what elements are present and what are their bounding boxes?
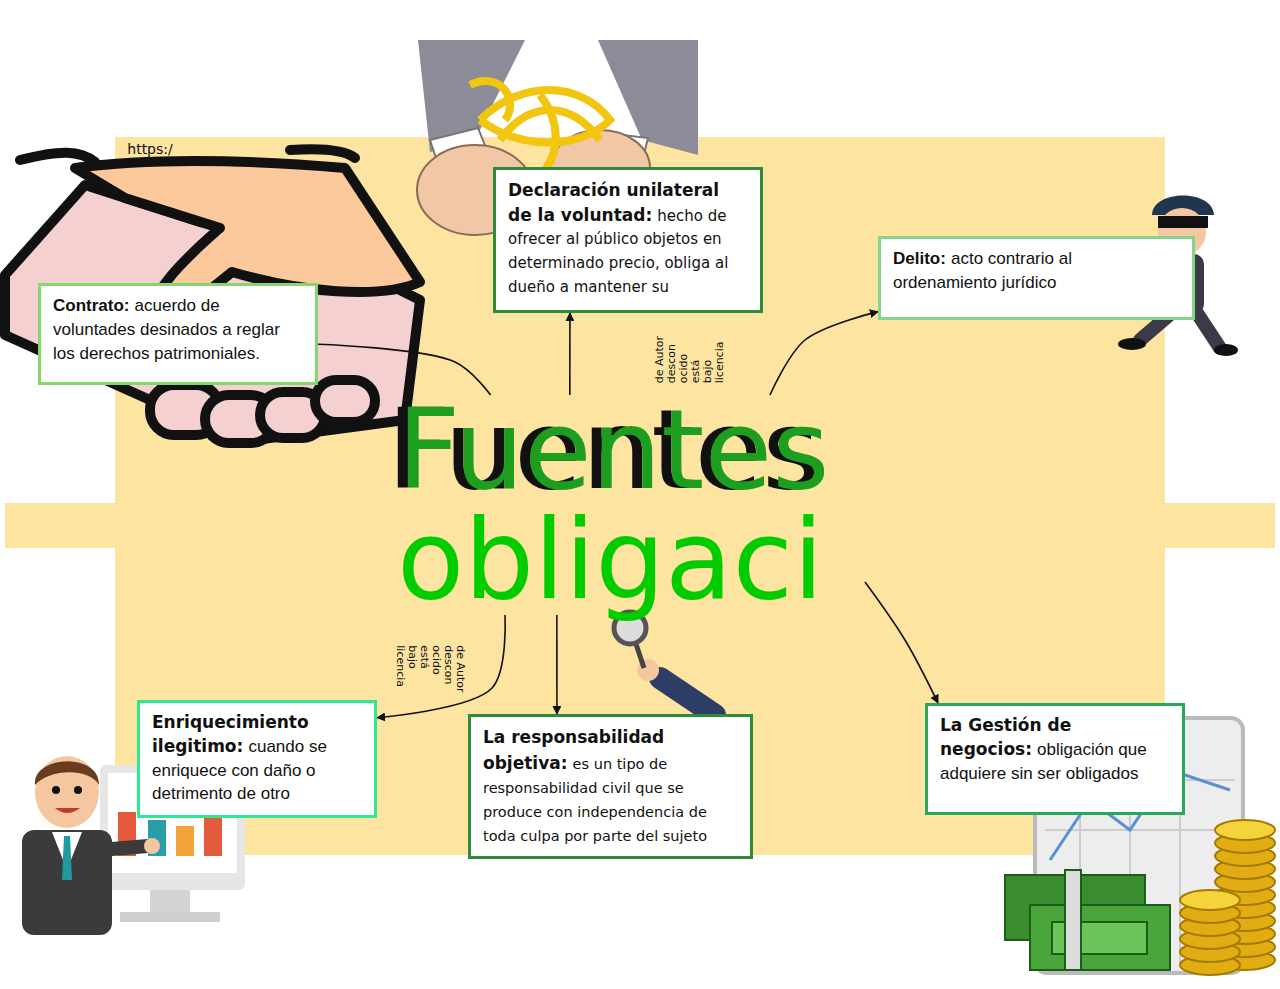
coin [1215, 820, 1275, 840]
tied-hands-picture-part [470, 81, 610, 170]
thief-picture-part [1118, 338, 1146, 350]
businessman-picture-part [150, 890, 190, 915]
handshake-picture-part [315, 380, 375, 422]
money-picture-part-part [1030, 905, 1170, 970]
concept-box: La Gestión de negocios:obligación que ad… [925, 703, 1185, 815]
businessman-picture-part [62, 836, 72, 880]
businessman-picture-part [100, 846, 148, 850]
money-picture-part-part [1045, 829, 1235, 831]
money-picture-part [1180, 820, 1275, 975]
concept-box: Declaración unilateral de la voluntad:he… [493, 167, 763, 313]
handshake-picture [5, 149, 420, 443]
thief-picture-part [1158, 216, 1208, 228]
magnifier-picture-part [660, 678, 715, 715]
url-note: https:/ [127, 142, 172, 157]
magnifier-picture-part [614, 612, 646, 644]
businessman-picture-part [120, 912, 220, 922]
handshake-picture-part [20, 153, 95, 162]
businessman-picture-part [52, 786, 60, 794]
businessman-picture-part [74, 786, 82, 794]
coin [1180, 890, 1240, 910]
box-heading: Contrato: [53, 296, 129, 315]
connector-arrow [318, 344, 491, 395]
concept-box: Delito:acto contrario al ordenamiento ju… [878, 236, 1195, 320]
thief-picture-part [1195, 310, 1220, 348]
businessman-picture-part [55, 808, 80, 813]
title-text: obligaci [397, 505, 865, 615]
tied-hands-picture-part-part [540, 95, 556, 170]
tied-hands-picture-part-part [470, 81, 510, 120]
businessman-picture-part [144, 838, 160, 854]
handshake-picture-part [290, 149, 355, 158]
businessman-picture-part [176, 826, 194, 856]
connector-arrow [556, 615, 558, 714]
concept-box: Contrato:acuerdo de voluntades desinados… [38, 283, 318, 385]
connector-arrow [770, 312, 878, 395]
magnifier-picture-part [636, 644, 644, 668]
concept-box: Enriquecimiento ilegitimo:cuando se enri… [137, 700, 377, 818]
license-watermark: de Autor descon ocido está bajo licencia [654, 333, 727, 383]
connector-arrow [377, 615, 505, 718]
money-picture-part [1005, 870, 1170, 970]
money-picture-part-part [1065, 870, 1081, 970]
businessman-picture-part [35, 761, 99, 785]
connector-arrow [569, 313, 571, 395]
box-heading: Delito: [893, 249, 946, 268]
concept-box: La responsabilidad objetiva:es un tipo d… [468, 714, 753, 859]
title-text: Fuentes [397, 395, 865, 505]
businessman-picture-part [35, 756, 99, 828]
license-watermark: de Autor descon ocido está bajo licencia [394, 645, 467, 695]
thief-picture-part [1214, 344, 1238, 356]
businessman-picture-part [204, 818, 222, 856]
magnifier-picture [614, 612, 715, 715]
center-title: Fuentesobligaci [385, 395, 865, 615]
connector-arrow [865, 582, 938, 703]
